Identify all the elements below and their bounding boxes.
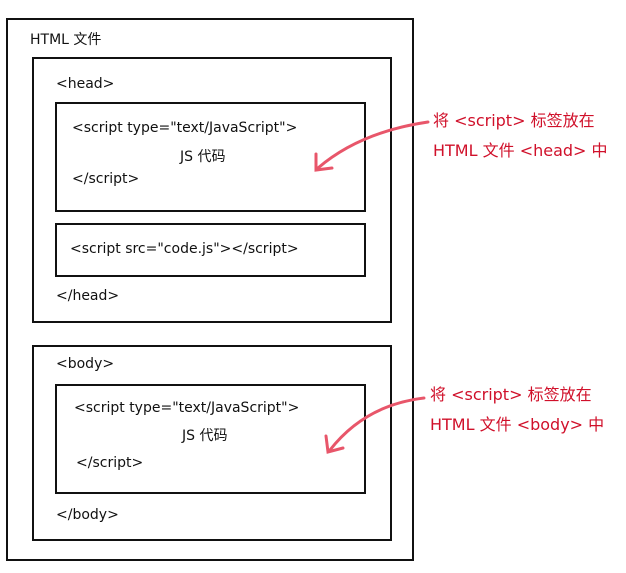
head-arrow-head xyxy=(314,152,334,172)
body-box xyxy=(32,345,392,541)
head-script-open: <script type="text/JavaScript"> xyxy=(72,120,298,136)
body-note-line2: HTML 文件 <body> 中 xyxy=(430,415,605,434)
html-file-box xyxy=(6,18,414,561)
body-open-tag: <body> xyxy=(56,356,115,372)
body-script-close: </script> xyxy=(76,455,144,471)
head-open-tag: <head> xyxy=(56,76,115,92)
head-note-line1: 将 <script> 标签放在 xyxy=(433,111,595,130)
body-inline-script-box xyxy=(55,384,366,494)
head-inline-script-box xyxy=(55,102,366,212)
head-external-script: <script src="code.js"></script> xyxy=(70,241,299,257)
body-close-tag: </body> xyxy=(56,507,119,523)
body-arrow xyxy=(328,396,426,452)
head-note-line2: HTML 文件 <head> 中 xyxy=(433,141,608,160)
head-arrow xyxy=(316,120,430,170)
head-external-script-box xyxy=(55,223,366,277)
head-script-code: JS 代码 xyxy=(180,149,226,165)
body-arrow-head xyxy=(324,434,345,454)
head-box xyxy=(32,57,392,323)
head-note: 将 <script> 标签放在 HTML 文件 <head> 中 xyxy=(433,106,608,166)
body-script-code: JS 代码 xyxy=(182,428,228,444)
html-file-title: HTML 文件 xyxy=(30,32,102,48)
body-note: 将 <script> 标签放在 HTML 文件 <body> 中 xyxy=(430,380,604,440)
body-script-open: <script type="text/JavaScript"> xyxy=(74,400,300,416)
body-note-line1: 将 <script> 标签放在 xyxy=(430,385,592,404)
head-close-tag: </head> xyxy=(56,288,120,304)
head-script-close: </script> xyxy=(72,171,140,187)
